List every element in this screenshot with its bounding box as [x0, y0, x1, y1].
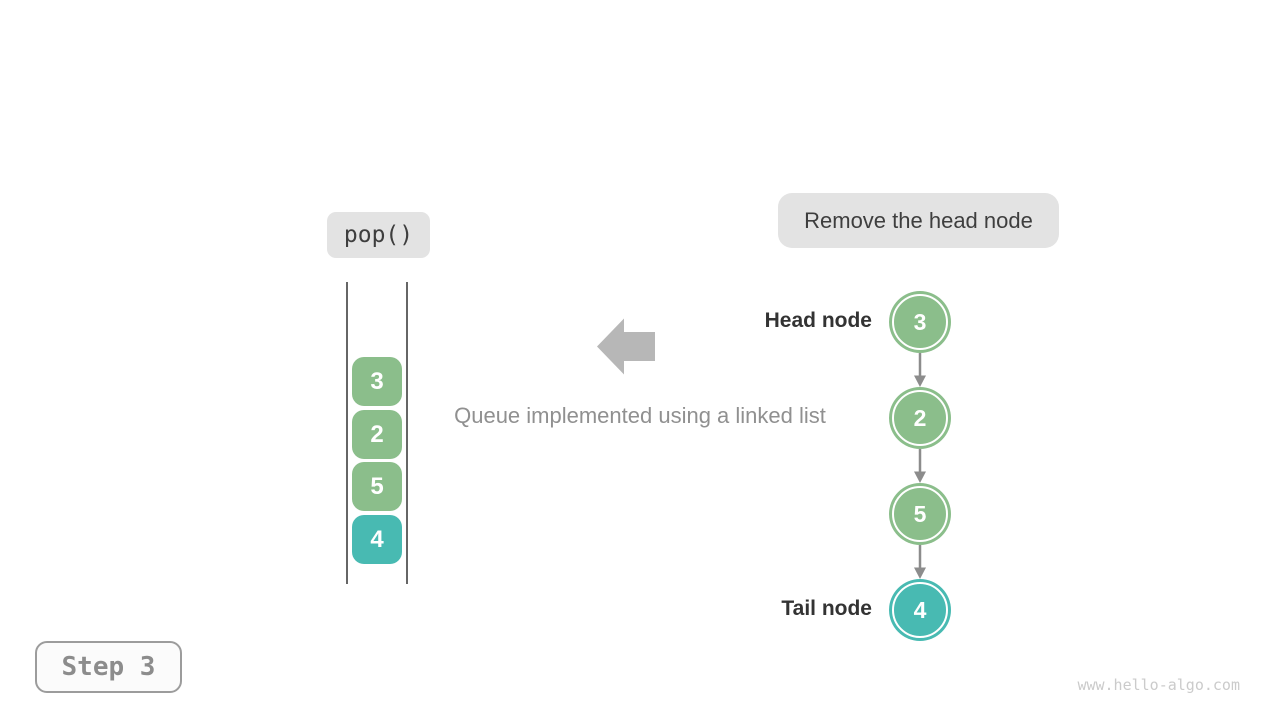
queue-item: 5 — [352, 462, 402, 511]
queue-item: 3 — [352, 357, 402, 406]
queue-item: 2 — [352, 410, 402, 459]
list-node: 3 — [889, 291, 951, 353]
queue-left-wall — [346, 282, 348, 584]
arrow-down-icon — [914, 449, 926, 483]
operation-label: pop() — [327, 212, 430, 258]
arrow-down-icon — [914, 545, 926, 579]
left-arrow-icon — [597, 318, 655, 375]
list-node: 2 — [889, 387, 951, 449]
queue-right-wall — [406, 282, 408, 584]
list-node: 5 — [889, 483, 951, 545]
caption: Queue implemented using a linked list — [454, 403, 826, 428]
annotation-label: Remove the head node — [778, 193, 1059, 248]
list-node: 4 — [889, 579, 951, 641]
head-node-label: Head node — [764, 309, 872, 332]
queue-item: 4 — [352, 515, 402, 564]
watermark: www.hello-algo.com — [1077, 676, 1240, 694]
tail-node-label: Tail node — [781, 597, 872, 620]
arrow-down-icon — [914, 353, 926, 387]
step-badge: Step 3 — [35, 641, 182, 693]
